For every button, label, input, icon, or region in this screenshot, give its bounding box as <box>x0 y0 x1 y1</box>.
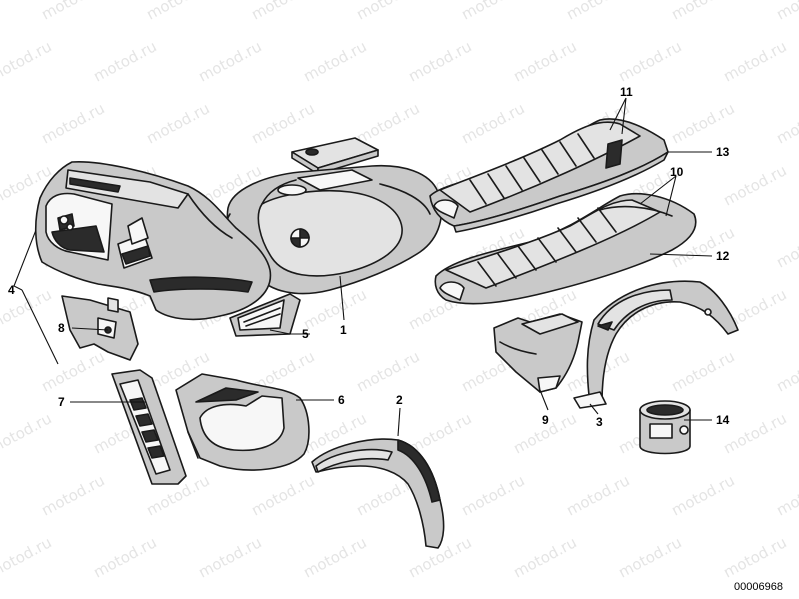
watermark-text: motod.ru <box>510 533 579 581</box>
watermark-text: motod.ru <box>668 471 737 519</box>
watermark-text: motod.ru <box>720 409 789 457</box>
callout-labels: 11 13 10 12 4 8 5 1 7 6 2 9 3 14 <box>8 85 730 429</box>
watermark-text: motod.ru <box>143 0 212 24</box>
leader-lines <box>13 97 713 437</box>
watermark-text: motod.ru <box>195 37 264 85</box>
watermark-text: motod.ru <box>720 533 789 581</box>
drawing-number: 00006968 <box>734 581 783 593</box>
callout-4: 4 <box>8 283 15 297</box>
watermark-text: motod.ru <box>405 37 474 85</box>
watermark-text: motod.ru <box>0 99 3 147</box>
part-front-mudguard <box>311 438 445 549</box>
watermark-text: motod.ru <box>458 471 527 519</box>
watermark-text: motod.ru <box>0 223 3 271</box>
watermark-text: motod.ru <box>720 37 789 85</box>
watermark-text: motod.ru <box>615 533 684 581</box>
callout-13: 13 <box>716 145 730 159</box>
callout-14: 14 <box>716 413 730 427</box>
part-air-vent <box>229 293 301 337</box>
watermark-text: motod.ru <box>38 347 107 395</box>
watermark-text: motod.ru <box>38 99 107 147</box>
watermark-text: motod.ru <box>720 161 789 209</box>
callout-6: 6 <box>338 393 345 407</box>
watermark-text: motod.ru <box>300 37 369 85</box>
part-fuel-tank <box>226 137 443 295</box>
watermark-text: motod.ru <box>773 223 799 271</box>
callout-12: 12 <box>716 249 730 263</box>
watermark-text: motod.ru <box>773 99 799 147</box>
part-battery-cover <box>493 313 583 393</box>
part-paint-tin <box>639 400 691 455</box>
watermark-text: motod.ru <box>90 533 159 581</box>
watermark-text: motod.ru <box>773 0 799 24</box>
watermark-text: motod.ru <box>668 99 737 147</box>
part-seat-lower <box>434 193 697 305</box>
watermark-text: motod.ru <box>668 347 737 395</box>
watermark-text: motod.ru <box>38 471 107 519</box>
part-fairing <box>34 160 272 321</box>
watermark-text: motod.ru <box>0 37 55 85</box>
watermark-text: motod.ru <box>0 471 3 519</box>
watermark-text: motod.ru <box>668 0 737 24</box>
watermark-text: motod.ru <box>773 347 799 395</box>
watermark-text: motod.ru <box>458 99 527 147</box>
callout-8: 8 <box>58 321 65 335</box>
watermark-text: motod.ru <box>353 0 422 24</box>
watermark-text: motod.ru <box>615 37 684 85</box>
watermark-text: motod.ru <box>248 0 317 24</box>
part-seat-upper <box>429 118 669 233</box>
part-rear-mudguard <box>573 280 739 409</box>
watermark-text: motod.ru <box>0 347 3 395</box>
watermark-text: motod.ru <box>353 347 422 395</box>
part-slotted-panel <box>111 369 187 485</box>
watermark-text: motod.ru <box>0 409 55 457</box>
watermark-text: motod.ru <box>563 471 632 519</box>
watermark-text: motod.ru <box>248 471 317 519</box>
part-bracket <box>61 295 139 361</box>
watermark-text: motod.ru <box>353 99 422 147</box>
part-side-cover <box>175 373 310 471</box>
watermark-text: motod.ru <box>195 533 264 581</box>
watermark-text: motod.ru <box>90 37 159 85</box>
callout-7: 7 <box>58 395 65 409</box>
watermark-text: motod.ru <box>773 471 799 519</box>
callout-10: 10 <box>670 165 684 179</box>
callout-11: 11 <box>620 85 633 99</box>
watermark-text: motod.ru <box>0 0 3 24</box>
watermark-text: motod.ru <box>38 0 107 24</box>
watermark-text: motod.ru <box>510 37 579 85</box>
watermark-text: motod.ru <box>248 99 317 147</box>
callout-5: 5 <box>302 327 309 341</box>
watermark-text: motod.ru <box>563 0 632 24</box>
watermark-text: motod.ru <box>0 533 55 581</box>
callout-9: 9 <box>542 413 549 427</box>
callout-2: 2 <box>396 393 403 407</box>
watermark-text: motod.ru <box>143 99 212 147</box>
callout-3: 3 <box>596 415 603 429</box>
watermark-text: motod.ru <box>300 533 369 581</box>
watermark-text: motod.ru <box>458 0 527 24</box>
callout-1: 1 <box>340 323 347 337</box>
